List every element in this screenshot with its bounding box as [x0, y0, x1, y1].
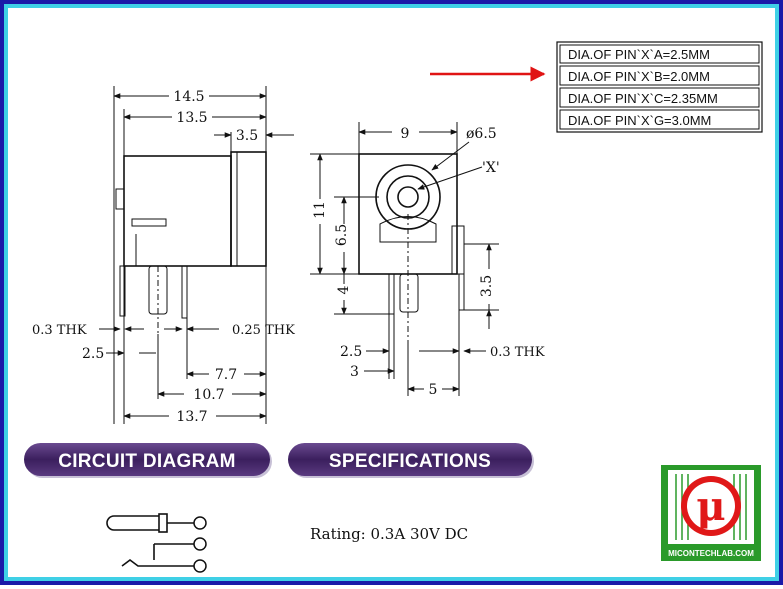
dim-height: 11: [312, 201, 328, 219]
pin-row-c: [559, 87, 760, 108]
pin-row-b: [559, 65, 760, 86]
pin-row-a-text: DIA.OF PIN`X`A=2.5MM: [568, 47, 710, 62]
dim-center: 6.5: [334, 224, 350, 246]
pin-label: 'X': [482, 160, 500, 176]
dim-3-5: 3.5: [479, 275, 495, 297]
dim-body-length: 13.5: [176, 110, 207, 126]
micontechlab-logo: μ MICONTECHLAB.COM: [661, 465, 761, 561]
front-view: 9 ø6.5 'X' 11 6.5 4: [310, 122, 545, 398]
pin-row-b-text: DIA.OF PIN`X`B=2.0MM: [568, 69, 710, 84]
pin-row-c-text: DIA.OF PIN`X`C=2.35MM: [568, 91, 718, 106]
pin-row-g-text: DIA.OF PIN`X`G=3.0MM: [568, 113, 711, 128]
pin-row-a: [559, 44, 760, 64]
specifications-heading: SPECIFICATIONS: [288, 443, 534, 478]
pin-row-g: [559, 109, 760, 130]
dim-7-7: 7.7: [215, 367, 237, 383]
dim-2-5: 2.5: [340, 344, 362, 360]
dim-front: 3.5: [236, 128, 258, 144]
dim-thk-right: 0.25 THK: [232, 323, 295, 338]
jack-circuit-symbol: [106, 513, 207, 573]
dim-width: 9: [401, 126, 410, 142]
dim-pin-offset: 2.5: [82, 346, 104, 362]
mu-logo-icon: μ: [696, 483, 725, 530]
pin-diameter-table: DIA.OF PIN`X`A=2.5MM DIA.OF PIN`X`B=2.0M…: [556, 41, 763, 133]
side-view: 14.5 13.5 3.5 0.3 THK 0.25 THK 2.5: [32, 86, 295, 425]
dim-hole: ø6.5: [466, 126, 497, 142]
circuit-diagram-heading: CIRCUIT DIAGRAM: [24, 443, 272, 478]
circuit-title: CIRCUIT DIAGRAM: [58, 451, 236, 472]
dim-13-7: 13.7: [176, 409, 207, 425]
dc-jack-drawing: DIA.OF PIN`X`A=2.5MM DIA.OF PIN`X`B=2.0M…: [24, 41, 763, 573]
spec-title: SPECIFICATIONS: [329, 451, 491, 472]
dim-thk-left: 0.3 THK: [32, 323, 87, 338]
logo-caption: MICONTECHLAB.COM: [668, 549, 754, 558]
rating-text: Rating: 0.3A 30V DC: [310, 525, 468, 543]
dim-4: 4: [336, 285, 352, 294]
dim-front-thk: 0.3 THK: [490, 345, 545, 360]
dim-3: 3: [350, 364, 359, 380]
dim-total-length: 14.5: [173, 89, 204, 105]
dim-10-7: 10.7: [193, 387, 224, 403]
dim-5: 5: [429, 382, 438, 398]
